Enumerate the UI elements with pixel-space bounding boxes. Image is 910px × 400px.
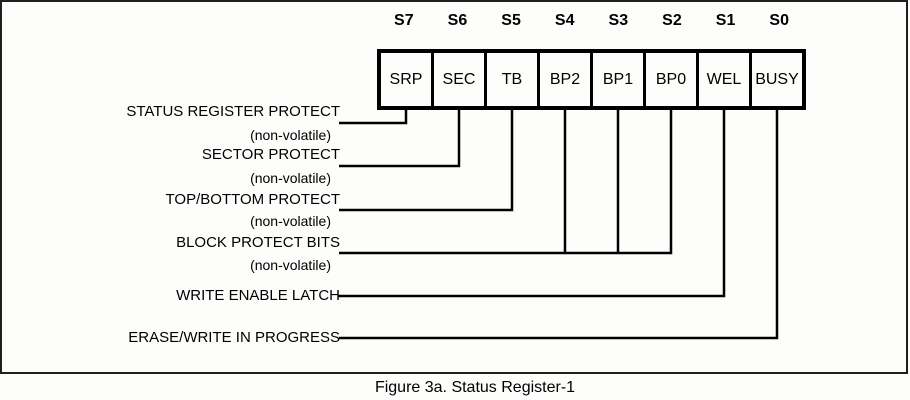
register-bit-cell-busy: BUSY (749, 53, 802, 106)
note-sector-protect: (non-volatile) (250, 170, 331, 186)
label-status-register-protect: STATUS REGISTER PROTECT (126, 103, 340, 120)
label-sector-protect: SECTOR PROTECT (201, 146, 340, 163)
bit-position-row: S7 S6 S5 S4 S3 S2 S1 S0 (377, 10, 806, 32)
connector-wel-line (338, 107, 726, 298)
status-register-box: SRP SEC TB BP2 BP1 BP0 WEL BUSY (377, 49, 806, 110)
note-block-protect-bits: (non-volatile) (250, 257, 331, 273)
register-bit-cell-tb: TB (484, 53, 537, 106)
register-bit-cell-wel: WEL (696, 53, 749, 106)
connector-bp0-line (339, 107, 673, 255)
figure-frame: S7 S6 S5 S4 S3 S2 S1 S0 SRP SEC TB BP2 B… (0, 0, 908, 374)
bit-position-s0: S0 (769, 12, 789, 29)
bit-position-s2: S2 (662, 12, 682, 29)
connector-srp-line (339, 107, 408, 125)
register-bit-cell-bp0: BP0 (643, 53, 696, 106)
bit-position-s4: S4 (554, 12, 575, 29)
label-top-bottom-protect: TOP/BOTTOM PROTECT (165, 191, 340, 208)
bit-position-s6: S6 (447, 12, 468, 29)
connector-sec-line (339, 107, 461, 168)
register-bit-cell-srp: SRP (389, 70, 423, 88)
connector-tb-line (339, 107, 514, 212)
figure-caption: Figure 3a. Status Register-1 (374, 379, 576, 396)
bit-position-s7: S7 (394, 12, 414, 29)
label-write-enable-latch: WRITE ENABLE LATCH (176, 287, 340, 304)
label-block-protect-bits: BLOCK PROTECT BITS (176, 234, 340, 251)
note-top-bottom-protect: (non-volatile) (250, 213, 331, 229)
bit-position-s5: S5 (501, 12, 521, 29)
bit-position-s1: S1 (715, 12, 736, 29)
note-status-register-protect: (non-volatile) (250, 127, 331, 143)
register-bit-cell-sec: SEC (431, 53, 484, 106)
bit-position-s3: S3 (608, 12, 629, 29)
connector-busy-line (339, 107, 779, 340)
register-bit-cell-bp2: BP2 (537, 53, 590, 106)
label-erase-write-in-progress: ERASE/WRITE IN PROGRESS (128, 329, 340, 346)
register-bit-cell-bp1: BP1 (590, 53, 643, 106)
